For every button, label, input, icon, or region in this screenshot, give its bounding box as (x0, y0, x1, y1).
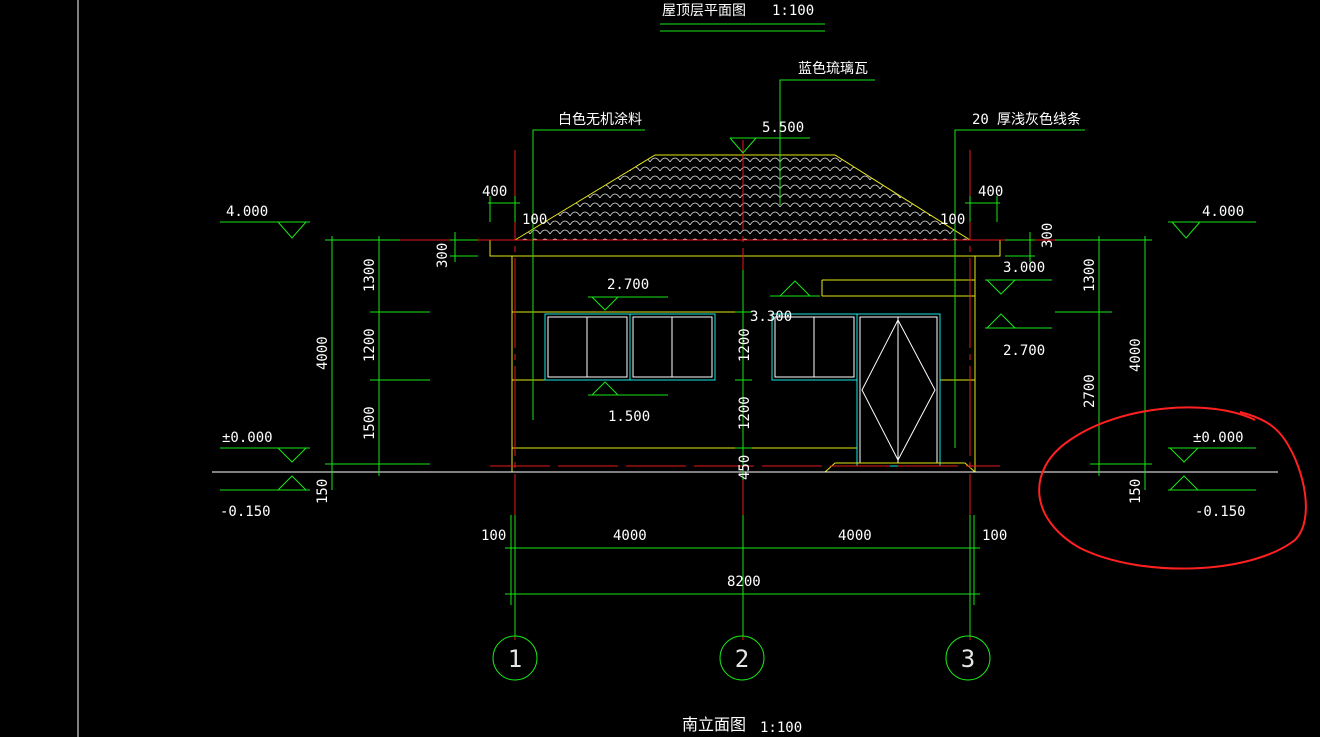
red-highlight-circle (1038, 406, 1307, 570)
note-trim-text: 厚浅灰色线条 (997, 111, 1081, 128)
dim-fascia-right: 300 (1005, 223, 1056, 262)
bottom-title-block: 南立面图 1:100 (682, 715, 802, 736)
elev-window-bottom-text: 1.500 (608, 409, 650, 425)
elev-mid-text: 3.300 (750, 309, 792, 325)
note-wall-paint: 白色无机涂料 (532, 111, 645, 420)
dim-roof-small-left-text: 100 (522, 212, 547, 228)
dim-mid-chain: 1200 1200 450 (735, 270, 753, 480)
note-roof-tile: 蓝色琉璃瓦 (779, 60, 875, 205)
top-scale: 1:100 (772, 3, 814, 19)
note-wall-paint-text: 白色无机涂料 (558, 111, 642, 128)
dim-fascia-right-text: 300 (1040, 223, 1056, 248)
door (856, 313, 941, 467)
dim-mid-450-text: 450 (737, 455, 753, 480)
dim-left-1300-text: 1300 (362, 258, 378, 292)
elev-ground-left: ±0.000 -0.150 (220, 430, 310, 520)
bottom-title: 南立面图 (682, 715, 746, 734)
dim-left-chain: 4000 1300 1200 1500 150 (315, 236, 430, 504)
axis-label-3: 3 (961, 645, 975, 673)
elev-window-bottom: 1.500 (588, 381, 668, 425)
elev-base-right-text: -0.150 (1195, 504, 1246, 520)
axis-bubble-2: 2 (719, 605, 765, 681)
elev-right-upper: 3.000 (985, 260, 1052, 295)
dim-left-1500-text: 1500 (362, 406, 378, 440)
dim-mid-1200b-text: 1200 (737, 396, 753, 430)
elev-base-left-text: -0.150 (220, 504, 271, 520)
dim-roof-small-right-text: 100 (940, 212, 965, 228)
dim-left-1200-text: 1200 (362, 328, 378, 362)
bottom-scale: 1:100 (760, 720, 802, 736)
elev-right-lower: 2.700 (985, 313, 1052, 359)
note-roof-tile-text: 蓝色琉璃瓦 (798, 60, 868, 77)
elev-roof-top-text: 5.500 (762, 120, 804, 136)
dim-overhang-right: 400 100 (940, 184, 1003, 228)
dim-mid-1200a-text: 1200 (737, 328, 753, 362)
elev-window-top-text: 2.700 (607, 277, 649, 293)
dim-overhang-right-text: 400 (978, 184, 1003, 200)
dim-fascia-left: 300 (435, 232, 478, 268)
axis-label-1: 1 (508, 645, 522, 673)
dim-bottom-4000a-text: 4000 (613, 528, 647, 544)
eave-band (489, 239, 1001, 257)
dim-bottom-100-right-text: 100 (982, 528, 1007, 544)
elev-ground-right: ±0.000 -0.150 (1168, 430, 1256, 520)
top-title: 屋顶层平面图 (662, 3, 746, 19)
dim-bottom-4000b-text: 4000 (838, 528, 872, 544)
elev-window-top: 2.700 (588, 277, 668, 311)
dim-overhang-left: 400 100 (482, 184, 547, 228)
axis-label-2: 2 (735, 645, 749, 673)
elev-mid: 3.300 (750, 280, 820, 325)
elev-eave-left: 4.000 (220, 204, 310, 239)
dim-bottom-100-left-text: 100 (481, 528, 506, 544)
dim-fascia-left-text: 300 (435, 243, 451, 268)
dim-bottom-total-text: 8200 (727, 574, 761, 590)
elev-roof-top: 5.500 (729, 120, 810, 154)
step (824, 462, 976, 473)
axis-bubble-1: 1 (492, 605, 538, 681)
window-left (544, 313, 631, 381)
elev-eave-right: 4.000 (1168, 204, 1256, 239)
elev-eave-right-text: 4.000 (1202, 204, 1244, 220)
window-mid (629, 313, 716, 381)
elev-right-lower-text: 2.700 (1003, 343, 1045, 359)
dim-left-150-text: 150 (315, 479, 331, 504)
elev-right-upper-text: 3.000 (1003, 260, 1045, 276)
axis-bubble-3: 3 (945, 605, 991, 681)
note-trim-thickness: 20 (972, 112, 989, 128)
note-trim: 20 厚浅灰色线条 (954, 111, 1085, 448)
top-title-block: 屋顶层平面图 1:100 (660, 3, 825, 32)
dim-left-total-text: 4000 (315, 336, 331, 370)
dim-bottom: 100 4000 4000 100 8200 (481, 515, 1007, 605)
elev-eave-left-text: 4.000 (226, 204, 268, 220)
dim-overhang-left-text: 400 (482, 184, 507, 200)
elev-ground-left-text: ±0.000 (222, 430, 273, 446)
elev-ground-right-text: ±0.000 (1193, 430, 1244, 446)
dim-right-2700-text: 2700 (1082, 374, 1098, 408)
dim-right-total-text: 4000 (1128, 338, 1144, 372)
dim-right-chain: 1300 2700 4000 150 (1055, 236, 1152, 504)
dim-right-150-text: 150 (1128, 479, 1144, 504)
dim-right-1300-text: 1300 (1082, 258, 1098, 292)
